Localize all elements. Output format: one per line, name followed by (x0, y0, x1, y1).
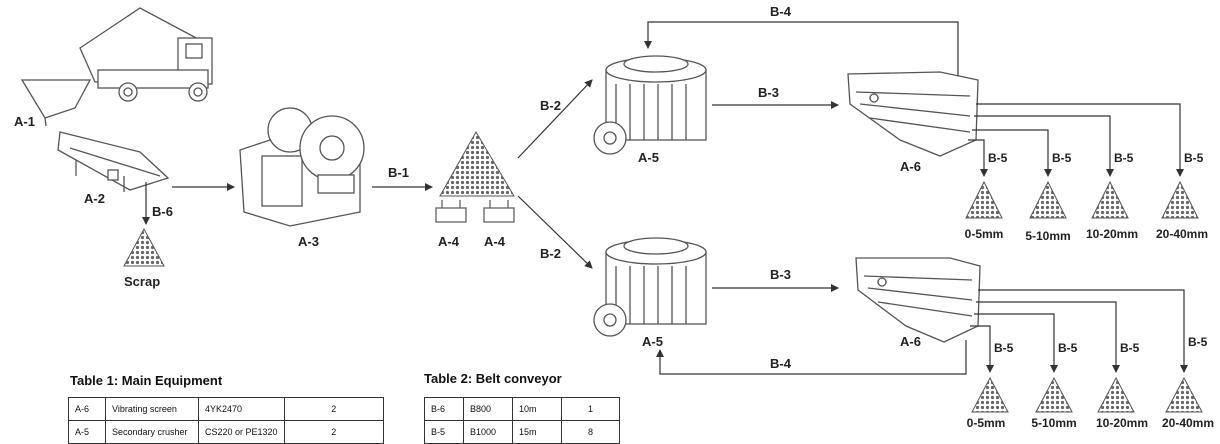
table-cell: 15m (512, 420, 562, 444)
output-size-label: 0-5mm (965, 227, 1004, 241)
label-b2-bottom: B-2 (540, 246, 561, 261)
scrap-pile-icon (123, 227, 165, 267)
label-a6-top: A-6 (900, 159, 921, 174)
label-b5: B-5 (1114, 151, 1134, 165)
table-row: A-5 Secondary crusher CS220 or PE1320 2 (68, 420, 385, 444)
label-scrap: Scrap (124, 274, 160, 289)
table-cell: 8 (561, 420, 620, 444)
bottom-output-conveyors (970, 289, 1188, 373)
table-cell: B-5 (424, 420, 464, 444)
table-cell: 4YK2470 (198, 397, 285, 421)
label-b5: B-5 (988, 151, 1008, 165)
cone-crusher-bottom-icon (593, 237, 707, 337)
vibrating-feeder-icon (57, 131, 170, 192)
table-cell: B-6 (424, 397, 464, 421)
table-cell: 2 (283, 420, 385, 444)
dump-truck-icon (79, 7, 213, 102)
output-pile-icon (1035, 376, 1073, 413)
output-size-label: 20-40mm (1156, 227, 1208, 241)
discharge-feeder-icon (435, 200, 467, 223)
label-b5: B-5 (1120, 341, 1140, 355)
label-a4-left: A-4 (438, 234, 460, 249)
table-cell: 2 (283, 397, 385, 421)
label-a4-right: A-4 (484, 234, 506, 249)
output-size-label: 5-10mm (1025, 229, 1070, 243)
table-cell: Vibrating screen (105, 397, 199, 421)
table-cell: Secondary crusher (105, 420, 199, 444)
label-b4-top: B-4 (770, 4, 792, 19)
table-cell: 10m (512, 397, 562, 421)
label-b5: B-5 (1184, 151, 1204, 165)
vibrating-screen-bottom-icon (855, 257, 981, 343)
table-cell: B1000 (463, 420, 513, 444)
label-b6: B-6 (152, 204, 173, 219)
arrow-return-bottom (656, 340, 967, 375)
table-row: B-5 B1000 15m 8 (424, 420, 620, 444)
label-b5: B-5 (1052, 151, 1072, 165)
vibrating-screen-top-icon (847, 71, 979, 157)
output-pile-icon (971, 376, 1009, 413)
table-cell: 1 (561, 397, 620, 421)
output-pile-icon (1091, 180, 1129, 219)
table-cell: B800 (463, 397, 513, 421)
label-b2-top: B-2 (540, 98, 561, 113)
cone-crusher-top-icon (593, 55, 707, 155)
table-cell: A-6 (68, 397, 106, 421)
label-b5: B-5 (1058, 341, 1078, 355)
label-b4-bottom: B-4 (770, 356, 792, 371)
table-cell: A-5 (68, 420, 106, 444)
table2-title: Table 2: Belt conveyor (424, 371, 562, 386)
label-a5-top: A-5 (638, 150, 659, 165)
label-a2: A-2 (84, 191, 105, 206)
output-size-label: 20-40mm (1162, 416, 1214, 430)
output-size-label: 0-5mm (967, 416, 1006, 430)
label-b1: B-1 (388, 165, 409, 180)
label-a3: A-3 (298, 234, 319, 249)
arrow-stockpile-to-cone-top (517, 79, 593, 159)
jaw-crusher-icon (239, 107, 365, 227)
table-row: B-6 B800 10m 1 (424, 397, 620, 421)
stockpile-icon (439, 131, 515, 197)
label-b3-top: B-3 (758, 85, 779, 100)
output-size-label: 10-20mm (1096, 416, 1148, 430)
output-size-label: 10-20mm (1086, 227, 1138, 241)
label-b5: B-5 (994, 341, 1014, 355)
output-pile-icon (1097, 376, 1135, 413)
output-size-label: 5-10mm (1031, 416, 1076, 430)
output-pile-icon (1161, 180, 1199, 219)
label-a1: A-1 (14, 114, 35, 129)
label-a5-bottom: A-5 (642, 334, 663, 349)
arrow-return-top (644, 21, 959, 76)
table1-title: Table 1: Main Equipment (70, 373, 223, 388)
output-pile-icon (1165, 376, 1203, 413)
label-b5: B-5 (1188, 335, 1208, 349)
feed-hopper-icon (20, 79, 92, 127)
table-row: A-6 Vibrating screen 4YK2470 2 (68, 397, 385, 421)
label-a6-bottom: A-6 (900, 334, 921, 349)
output-pile-icon (965, 180, 1003, 219)
output-pile-icon (1029, 180, 1067, 219)
discharge-feeder-icon (483, 200, 515, 223)
table-cell: CS220 or PE1320 (198, 420, 285, 444)
label-b3-bottom: B-3 (770, 267, 791, 282)
top-output-conveyors (968, 103, 1184, 177)
arrow-stockpile-to-cone-bottom (517, 195, 593, 269)
